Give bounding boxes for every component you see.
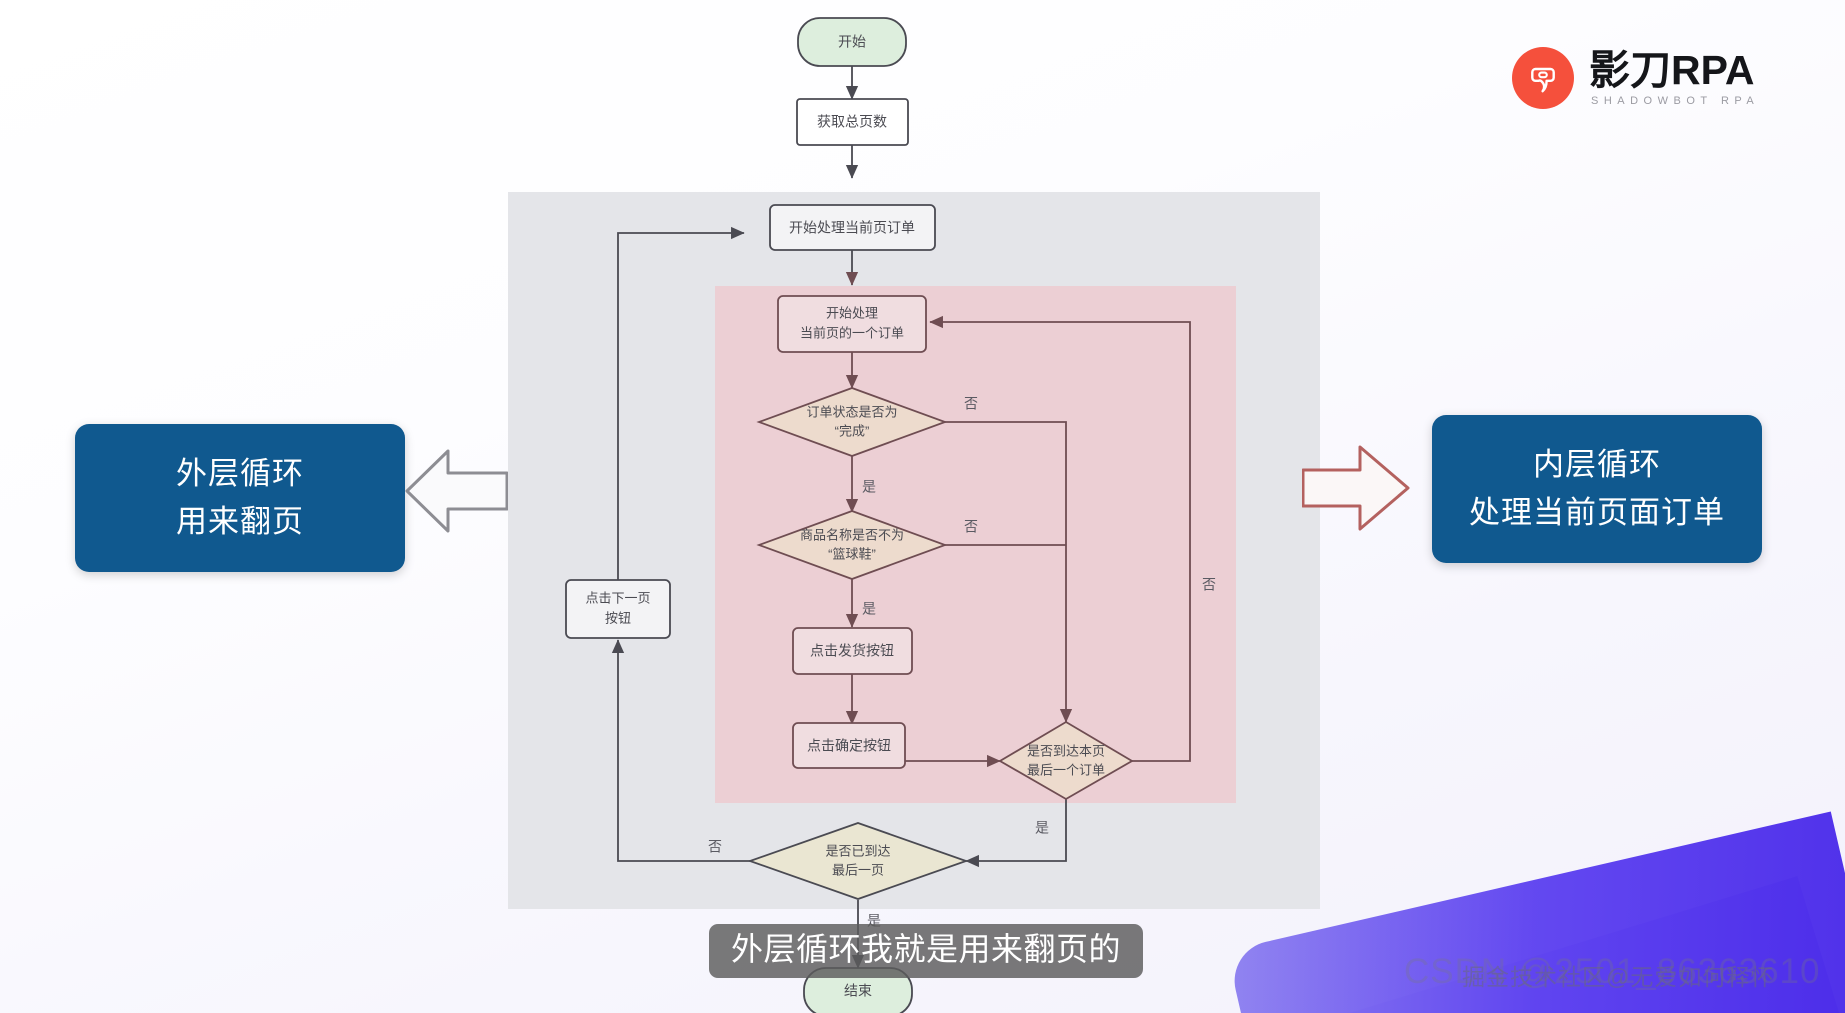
node-click-next-page-button[interactable]: 点击下一页 按钮 [565,579,671,639]
watermark-csdn: CSDN @2501_86363610 [1404,952,1821,991]
edge-lastpage-no-to-nextpage [611,639,750,862]
node-decision-order-status[interactable]: 订单状态是否为 “完成” [756,387,948,457]
node-get-total-pages[interactable]: 获取总页数 [796,98,909,146]
node-decision-last-page-line2: 最后一页 [832,862,884,877]
brand-logo: 影刀RPA SHADOWBOT RPA [1512,47,1759,109]
callout-outer-loop-line1: 外层循环 [176,455,304,491]
node-click-confirm-button[interactable]: 点击确定按钮 [792,722,906,769]
video-subtitle: 外层循环我就是用来翻页的 [709,924,1144,978]
node-get-total-pages-label: 获取总页数 [817,114,887,130]
shadowbot-mark-icon [1512,47,1574,109]
node-page-start-label: 开始处理当前页订单 [789,220,915,236]
edge-nextpage-to-pagestart [617,226,745,581]
node-click-ship-button[interactable]: 点击发货按钮 [792,627,913,675]
node-start[interactable]: 开始 [797,17,907,67]
edge-dstatus-no-to-dlastorder [945,421,1073,723]
node-decision-product-name-line1: 商品名称是否不为 [800,527,904,542]
node-decision-order-status-line1: 订单状态是否为 [806,404,897,419]
callout-inner-loop-line2: 处理当前页面订单 [1469,495,1725,530]
shadowbot-glyph-icon [1531,67,1555,93]
node-decision-last-page-line1: 是否已到达 [825,843,890,858]
node-decision-last-order-line2: 最后一个订单 [1027,762,1105,777]
node-click-confirm-button-label: 点击确定按钮 [807,738,891,754]
edge-label-dstatus-yes: 是 [862,479,876,495]
node-page-start[interactable]: 开始处理当前页订单 [769,204,936,251]
node-decision-last-page[interactable]: 是否已到达 最后一页 [747,822,969,900]
brand-tagline: SHADOWBOT RPA [1591,95,1760,108]
arrow-right-icon [1302,445,1410,531]
brand-name: 影刀RPA [1589,46,1755,93]
node-start-label: 开始 [838,34,866,50]
node-end-label: 结束 [844,983,872,999]
edge-label-dstatus-no: 否 [964,396,978,412]
node-decision-last-order-line1: 是否到达本页 [1027,743,1105,758]
watermark-juejin: 掘金技术社区@无爱如何释怀 [1462,964,1775,990]
node-order-start-label-line1: 开始处理 [826,305,878,320]
node-decision-product-name-line2: “篮球鞋” [828,546,876,561]
edge-label-dname-no: 否 [964,519,978,535]
edge-label-dlastorder-yes: 是 [1035,820,1049,836]
node-order-start[interactable]: 开始处理 当前页的一个订单 [777,295,927,353]
callout-outer-loop[interactable]: 外层循环 用来翻页 [75,424,405,572]
edge-label-dname-yes: 是 [862,601,876,617]
callout-inner-loop[interactable]: 内层循环 处理当前页面订单 [1432,415,1762,563]
edge-dlastorder-no-to-orderstart [929,315,1191,762]
node-click-ship-button-label: 点击发货按钮 [810,643,894,659]
callout-inner-loop-line1: 内层循环 [1533,446,1661,482]
node-decision-order-status-line2: “完成” [835,423,870,438]
edge-label-dlastorder-no: 否 [1202,577,1216,593]
callout-outer-loop-line2: 用来翻页 [176,504,304,539]
node-click-next-page-line1: 点击下一页 [585,590,650,605]
node-click-next-page-line2: 按钮 [605,610,631,625]
arrow-left-icon [405,449,508,533]
node-order-start-label-line2: 当前页的一个订单 [800,325,904,340]
edge-lastorder-yes-to-lastpage [965,797,1067,868]
brand-wordmark: 影刀RPA SHADOWBOT RPA [1589,46,1760,108]
node-decision-product-name[interactable]: 商品名称是否不为 “篮球鞋” [756,510,948,580]
node-decision-last-order[interactable]: 是否到达本页 最后一个订单 [998,720,1134,801]
edge-label-dlastpage-no: 否 [708,839,722,855]
